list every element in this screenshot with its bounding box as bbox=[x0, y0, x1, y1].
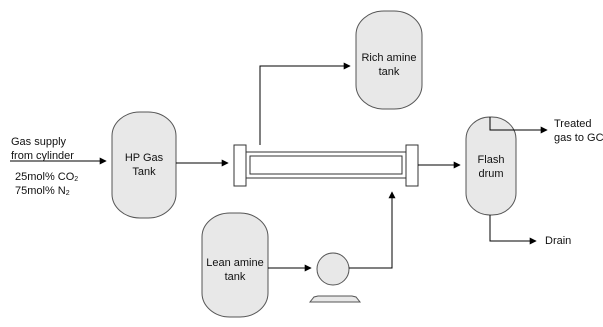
treated-gas-label: Treated gas to GC bbox=[554, 118, 603, 144]
feed-label: Gas supply from cylinder bbox=[11, 135, 74, 163]
drain-label: Drain bbox=[545, 235, 572, 247]
rich-amine-tank-label: Rich amine tank bbox=[361, 52, 417, 78]
drain-line bbox=[489, 215, 537, 245]
lean-amine-tank-label: Lean amine tank bbox=[206, 257, 264, 283]
membrane-contactor bbox=[233, 144, 419, 187]
feed-line2: from cylinder bbox=[11, 150, 74, 162]
feed-line1: Gas supply bbox=[11, 136, 67, 148]
rich-amine-tank bbox=[355, 10, 423, 110]
flash-drum-label: Flash drum bbox=[477, 154, 505, 180]
treated-gas-line bbox=[489, 117, 548, 134]
lean-amine-tank bbox=[201, 212, 269, 318]
contactor-to-rich-line bbox=[259, 62, 351, 145]
pump bbox=[308, 252, 362, 303]
hp-gas-tank-label: HP Gas Tank bbox=[124, 152, 164, 178]
co2-composition: 25mol% CO2 bbox=[15, 171, 79, 183]
hp-gas-tank bbox=[111, 111, 177, 219]
n2-composition: 75mol% N2 bbox=[15, 185, 70, 197]
pump-to-contactor-line bbox=[349, 191, 396, 269]
flash-drum bbox=[465, 116, 517, 216]
feed-composition: 25mol% CO2 75mol% N2 bbox=[15, 170, 78, 198]
